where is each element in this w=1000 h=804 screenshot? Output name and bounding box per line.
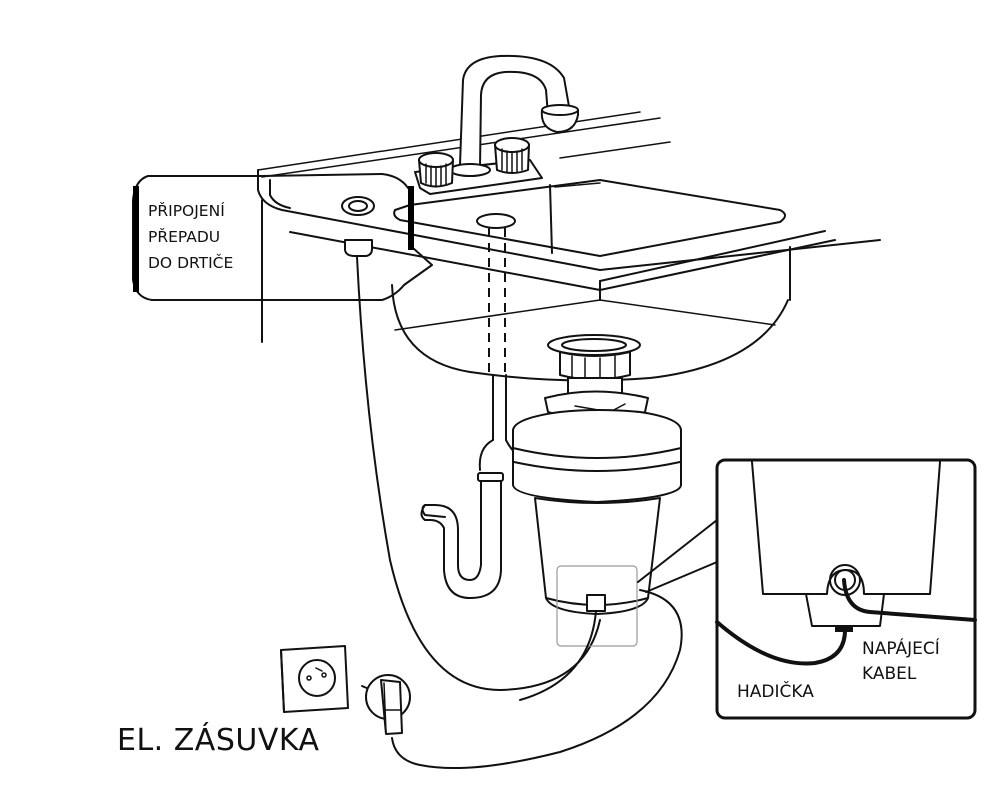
countertop [257,111,881,343]
disposer-lower-body [534,497,661,606]
callout-top [261,173,409,189]
sink-bowl-floor [394,299,776,331]
detail-power-cable [842,578,977,622]
trap-u-inner [420,480,502,599]
socket-pin-hole-left [306,675,312,681]
power-cable-label-line-1: NAPÁJECÍ [862,639,940,659]
sink-inner-edge [554,182,601,188]
front-rail-2 [599,239,836,291]
sink-drain-hole [476,213,516,229]
disposer-band-1 [512,447,682,459]
power-socket-label: EL. ZÁSUVKA [117,723,320,758]
disposer-cable-port [586,594,606,612]
disposer-mount-ring [559,351,631,381]
overflow-callout [132,173,433,301]
power-cable-label-line-2: KABEL [862,664,917,684]
hose-label: HADIČKA [737,682,814,702]
detail-pointer-top [637,519,718,583]
callout-bottom [261,247,433,301]
trap-elbow-out [478,439,494,471]
faucet-collar [449,163,491,177]
faucet-aerator-rim [541,104,579,116]
detail-hose-fitting [835,626,853,632]
front-rail-1 [289,231,601,291]
power-cable-label: NAPÁJECÍ KABEL [862,637,940,687]
faucet-knob-right [494,137,530,174]
sink-inner-corner [549,184,553,254]
disposer [512,334,682,701]
socket [280,645,349,713]
counter-left-lip [269,179,291,209]
overflow-connection-label: PŘIPOJENÍ PŘEPADU DO DRTIČE [148,198,233,276]
overflow-ring-outer [341,196,375,216]
overflow-ring-inner [348,200,368,212]
detail-highlight-box [556,565,638,647]
p-trap [420,439,521,599]
overflow-label-line-2: PŘEPADU [148,228,221,246]
front-rail-3 [599,230,826,282]
power-cable [391,589,683,769]
faucet [414,54,579,195]
socket-ground [315,667,323,672]
disposer-base [545,597,649,615]
overflow-port [341,196,601,691]
sink-rim [393,179,786,257]
drain-pipe [488,228,507,441]
detail-pointer-bottom [645,561,718,593]
trap-nut [477,472,504,482]
socket-recess [298,659,336,697]
disposer-flange-inner [561,338,627,352]
socket-plate [280,645,349,713]
counter-back-edge-3 [559,141,671,159]
overflow-nipple [344,239,373,257]
overflow-hose [356,256,601,691]
disposer-band-2 [513,461,681,472]
plug [361,674,411,735]
overflow-label-line-1: PŘIPOJENÍ [148,202,225,220]
disposer-upper-body [512,409,682,503]
detail-hose [715,620,847,666]
power-cable-line [391,589,683,769]
faucet-aerator [540,109,579,133]
disposer-power-lead [519,610,597,701]
trap-u-outer [421,480,482,581]
faucet-knob-left [418,152,454,188]
detail-inset [637,458,977,720]
socket-pin-hole-right [321,672,327,678]
overflow-label-line-3: DO DRTIČE [148,254,234,272]
counter-front-edge [257,169,881,271]
